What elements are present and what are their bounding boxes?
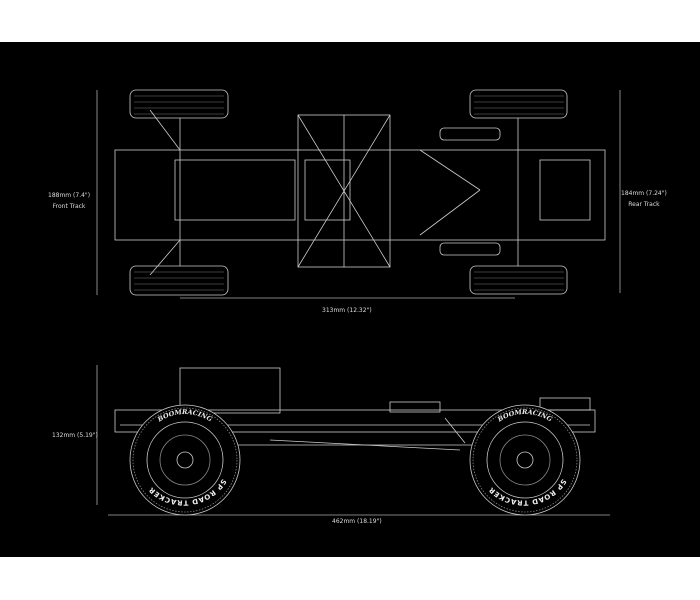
wheelbase-label: 313mm (12.32") <box>322 307 372 314</box>
front-wheel-side <box>129 404 241 516</box>
chassis-drawing: BOOMRACING SP ROAD TRACKER BOOMRACING SP… <box>96 89 621 516</box>
rear-wheel-side <box>469 404 581 516</box>
rear-left-wheel <box>469 89 568 119</box>
front-track-caption: Front Track <box>52 203 86 210</box>
top-view-chassis <box>114 89 606 296</box>
rear-right-wheel <box>469 265 568 295</box>
motor-transmission <box>179 367 281 414</box>
front-track-label: 188mm (7.4") Front Track <box>48 190 90 212</box>
front-left-wheel <box>129 89 229 119</box>
battery-tray <box>539 159 591 221</box>
front-track-measure: 188mm (7.4") <box>48 192 91 199</box>
side-frame <box>114 409 596 433</box>
rear-track-label: 184mm (7.24") Rear Track <box>621 188 667 210</box>
rear-track-caption: Rear Track <box>628 201 660 208</box>
blueprint-canvas: BOOMRACING SP ROAD TRACKER BOOMRACING SP… <box>0 42 700 557</box>
front-right-wheel <box>129 265 229 296</box>
rear-track-measure: 184mm (7.24") <box>621 190 667 197</box>
length-label: 462mm (18.19") <box>332 518 382 525</box>
side-view-chassis: BOOMRACING SP ROAD TRACKER BOOMRACING SP… <box>114 367 596 516</box>
height-label: 132mm (5.19") <box>52 432 98 439</box>
frame-rails <box>114 149 606 241</box>
